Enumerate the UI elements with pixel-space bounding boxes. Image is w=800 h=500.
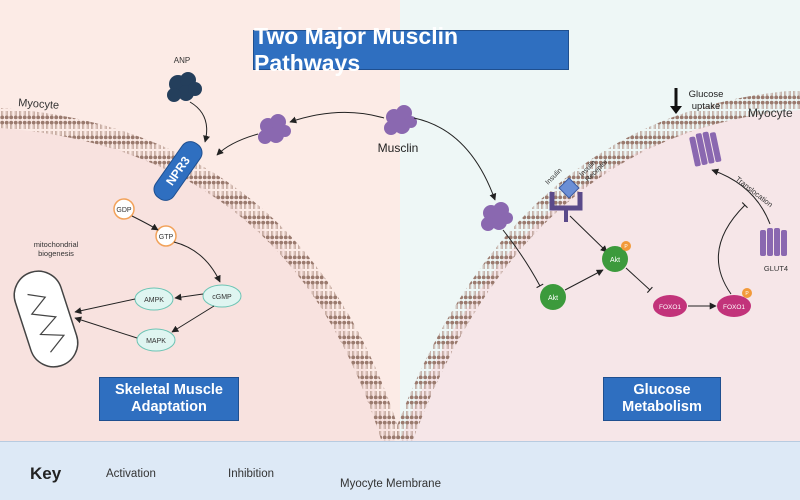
foxo1-inhibits-translocation-line [718,202,748,295]
key-membrane-label: Myocyte Membrane [340,478,441,490]
key-bar [0,441,800,500]
ampk-label: AMPK [144,297,164,304]
mito-label-line2: biogenesis [38,249,74,258]
anp-ligand-icon [167,72,202,102]
musclin-to-npr3-arrow [216,133,259,156]
glucose-uptake-label-line1: Glucose [689,89,724,100]
key-inhibition-label: Inhibition [228,468,275,480]
glucose-uptake-label-line2: uptake [692,101,721,112]
key-activation-label: Activation [106,468,156,480]
akt-left-node [540,284,566,310]
insulin-receptor-icon [549,177,583,222]
phosphate-2-label: P [745,291,749,297]
cgmp-to-ampk-arrow [174,293,204,301]
akt-right-node [602,246,628,272]
section-label-glucose-metabolism: Glucose Metabolism [603,377,721,421]
section-right-line1: Glucose [633,382,691,398]
musclin-to-right-arrow [413,117,497,201]
right-membrane [392,90,800,445]
musclin-label: Musclin [378,141,419,155]
gtp-to-cgmp-arrow [173,241,221,283]
left-membrane [0,108,402,444]
akt-inhibits-foxo1-line [625,267,653,294]
akt-right-label: Akt [610,257,620,264]
akt-left-label: Akt [548,295,558,302]
gdp-node [113,198,135,220]
musclin-left-icon [258,114,291,144]
glucose-transporter-icon [689,131,722,167]
foxo1-left-node [653,295,687,317]
mito-label-line1: mitochondrial [34,240,79,249]
section-label-skeletal-muscle: Skeletal Muscle Adaptation [99,377,239,421]
foxo1-right-node [717,295,751,317]
glut4-icon [760,228,787,256]
phosphate-1 [621,241,631,251]
section-right-line2: Metabolism [622,399,702,415]
myocyte-left-label: Myocyte [18,97,60,112]
phosphate-2 [742,288,752,298]
receptor-to-akt-arrow [569,215,608,253]
gdp-label: GDP [116,207,132,214]
glut4-label: GLUT4 [764,264,788,273]
section-left-line1: Skeletal Muscle [115,382,223,398]
musclin-center-icon [384,105,417,135]
gdp-to-gtp-arrow [131,215,159,231]
cgmp-to-mapk-arrow [171,305,215,333]
foxo1-left-label: FOXO1 [659,304,681,311]
cgmp-label: cGMP [212,294,232,301]
myocyte-right-label: Myocyte [748,106,793,120]
anp-label: ANP [174,56,190,65]
musclin-right-icon [481,202,513,231]
musclin-to-left-arrow [289,111,385,124]
ampk-to-mito-arrow [74,298,136,315]
phosphate-1-label: P [624,244,628,250]
mapk-to-mito-arrow [74,316,138,339]
mapk-node [136,328,176,352]
left-cell-interior [0,128,395,441]
gtp-label: GTP [159,234,174,241]
cgmp-node [202,284,242,308]
section-left-line2: Adaptation [131,399,207,415]
key-title: Key [30,464,62,483]
akt-to-akt-arrow [564,269,604,291]
gtp-node [155,225,177,247]
mitochondrion-icon [13,270,79,368]
translocation-arrow [711,168,771,225]
mapk-label: MAPK [146,338,166,345]
glucose-uptake-arrow-head [670,106,682,114]
page-title: Two Major Musclin Pathways [253,23,569,76]
foxo1-right-label: FOXO1 [723,304,745,311]
anp-to-npr3-arrow [189,101,210,143]
musclin-inhibits-akt-line [502,229,544,289]
